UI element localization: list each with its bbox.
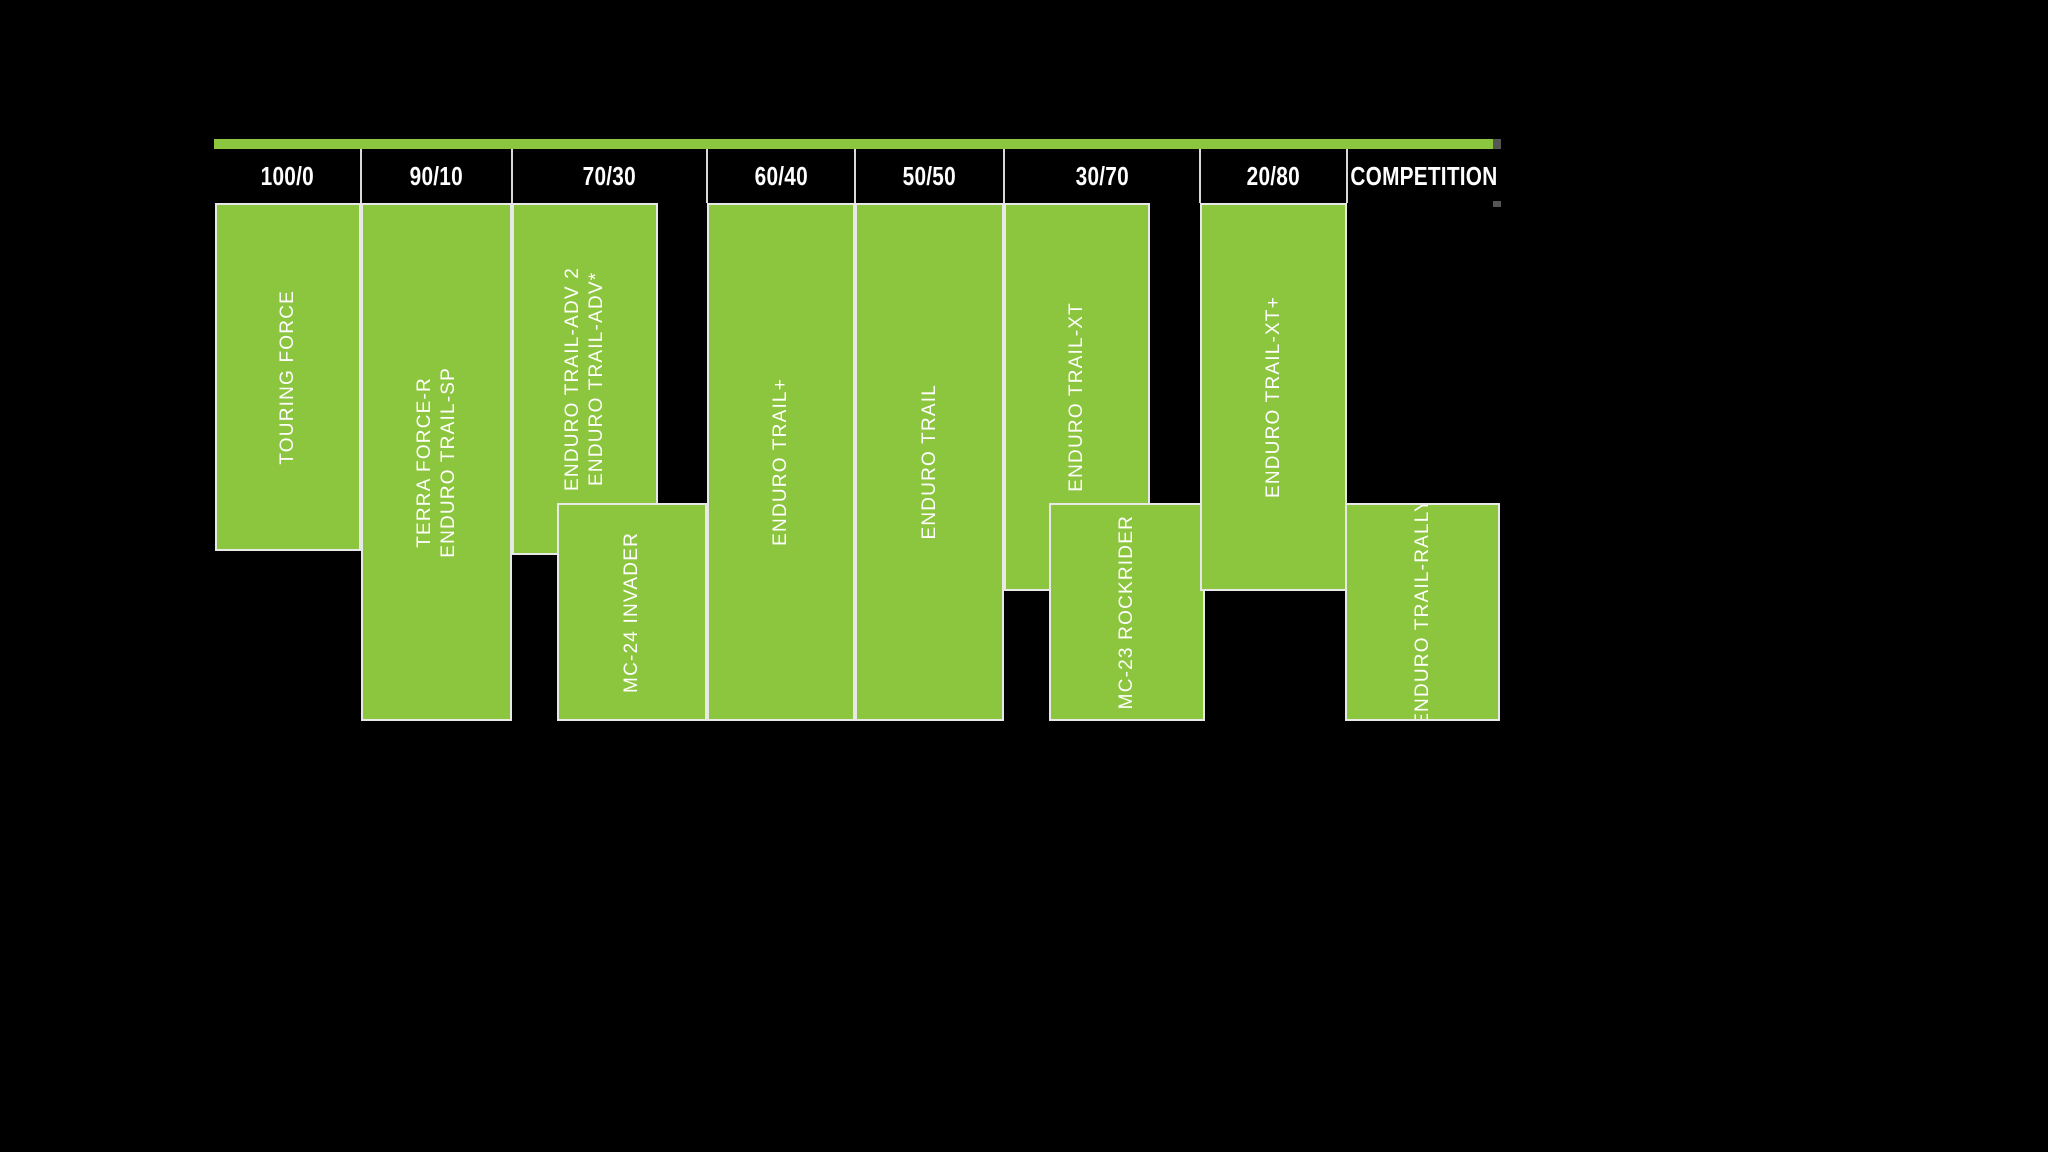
bar-label: ENDURO TRAIL bbox=[918, 384, 942, 540]
bar-label-line: ENDURO TRAIL-ADV 2 bbox=[562, 267, 584, 491]
header-cell-20-80[interactable]: 20/80 bbox=[1200, 149, 1347, 203]
header-cell-100-0[interactable]: 100/0 bbox=[214, 149, 361, 203]
bar-enduro-trail-[interactable]: ENDURO TRAIL+ bbox=[707, 203, 855, 721]
header-separator bbox=[854, 149, 856, 203]
bar-label-container: TOURING FORCE bbox=[217, 205, 359, 549]
bar-enduro-trail-xt-[interactable]: ENDURO TRAIL-XT+ bbox=[1200, 203, 1347, 591]
bar-label-container: ENDURO TRAIL-RALLY bbox=[1347, 505, 1498, 719]
bar-label-line: ENDURO TRAIL bbox=[918, 384, 940, 540]
bar-label-line: MC-24 INVADER bbox=[621, 531, 643, 693]
bar-label: ENDURO TRAIL-RALLY bbox=[1411, 503, 1435, 721]
header-separator bbox=[1346, 149, 1348, 203]
header-separator bbox=[511, 149, 513, 203]
bar-mc-24-invader[interactable]: MC-24 INVADER bbox=[557, 503, 707, 721]
bar-label-line: ENDURO TRAIL-RALLY bbox=[1411, 503, 1433, 721]
header-cell-70-30[interactable]: 70/30 bbox=[512, 149, 707, 203]
bar-label: TOURING FORCE bbox=[276, 290, 300, 465]
header-cell-competition[interactable]: COMPETITION bbox=[1347, 149, 1500, 203]
bar-label-line: TOURING FORCE bbox=[277, 289, 299, 465]
bar-label: MC-24 INVADER bbox=[620, 532, 644, 693]
header-cell-label: 60/40 bbox=[754, 160, 808, 191]
header-cell-60-40[interactable]: 60/40 bbox=[707, 149, 855, 203]
bar-label: ENDURO TRAIL+ bbox=[769, 378, 793, 546]
bar-label-line: ENDURO TRAIL+ bbox=[770, 378, 792, 546]
bar-touring-force[interactable]: TOURING FORCE bbox=[215, 203, 361, 551]
header-cell-label: 50/50 bbox=[902, 160, 957, 191]
header-cell-90-10[interactable]: 90/10 bbox=[361, 149, 512, 203]
header-separator bbox=[1199, 149, 1201, 203]
bar-label-container: ENDURO TRAIL+ bbox=[709, 205, 853, 719]
header-cell-label: 70/30 bbox=[582, 160, 637, 191]
rule-end-tick-bottom bbox=[1493, 201, 1501, 207]
header-cell-label: 20/80 bbox=[1246, 160, 1301, 191]
header-separator bbox=[1003, 149, 1005, 203]
header-separator bbox=[360, 149, 362, 203]
header-cell-50-50[interactable]: 50/50 bbox=[855, 149, 1004, 203]
bar-label-container: ENDURO TRAIL-XT+ bbox=[1202, 205, 1345, 589]
bar-label-line: ENDURO TRAIL-SP bbox=[437, 366, 459, 558]
bar-mc-23-rockrider[interactable]: MC-23 ROCKRIDER bbox=[1049, 503, 1205, 721]
bar-label-line: ENDURO TRAIL-XT+ bbox=[1262, 295, 1284, 499]
bar-label: ENDURO TRAIL-XT bbox=[1065, 302, 1089, 492]
header-separator bbox=[706, 149, 708, 203]
header-cell-30-70[interactable]: 30/70 bbox=[1004, 149, 1200, 203]
header-cell-label: 30/70 bbox=[1075, 160, 1129, 191]
bar-label-line: TERRA FORCE-R bbox=[413, 376, 435, 548]
top-accent-rule bbox=[214, 139, 1500, 149]
bar-label-container: MC-23 ROCKRIDER bbox=[1051, 505, 1203, 719]
header-cell-label: 90/10 bbox=[409, 160, 464, 191]
bar-label-container: MC-24 INVADER bbox=[559, 505, 705, 719]
header-cell-label: 100/0 bbox=[260, 160, 315, 191]
bar-label: MC-23 ROCKRIDER bbox=[1115, 515, 1139, 709]
bar-label-line: ENDURO TRAIL-ADV* bbox=[586, 271, 607, 487]
bar-enduro-trail[interactable]: ENDURO TRAIL bbox=[855, 203, 1004, 721]
bar-label: ENDURO TRAIL-XT+ bbox=[1262, 296, 1286, 498]
bar-label-line: ENDURO TRAIL-XT bbox=[1066, 302, 1088, 492]
header-cell-label: COMPETITION bbox=[1349, 160, 1498, 191]
bar-label-line: MC-23 ROCKRIDER bbox=[1116, 514, 1138, 710]
bar-label-container: ENDURO TRAIL bbox=[857, 205, 1002, 719]
rule-end-tick-top bbox=[1493, 139, 1501, 149]
bar-enduro-trail-rally[interactable]: ENDURO TRAIL-RALLY bbox=[1345, 503, 1500, 721]
